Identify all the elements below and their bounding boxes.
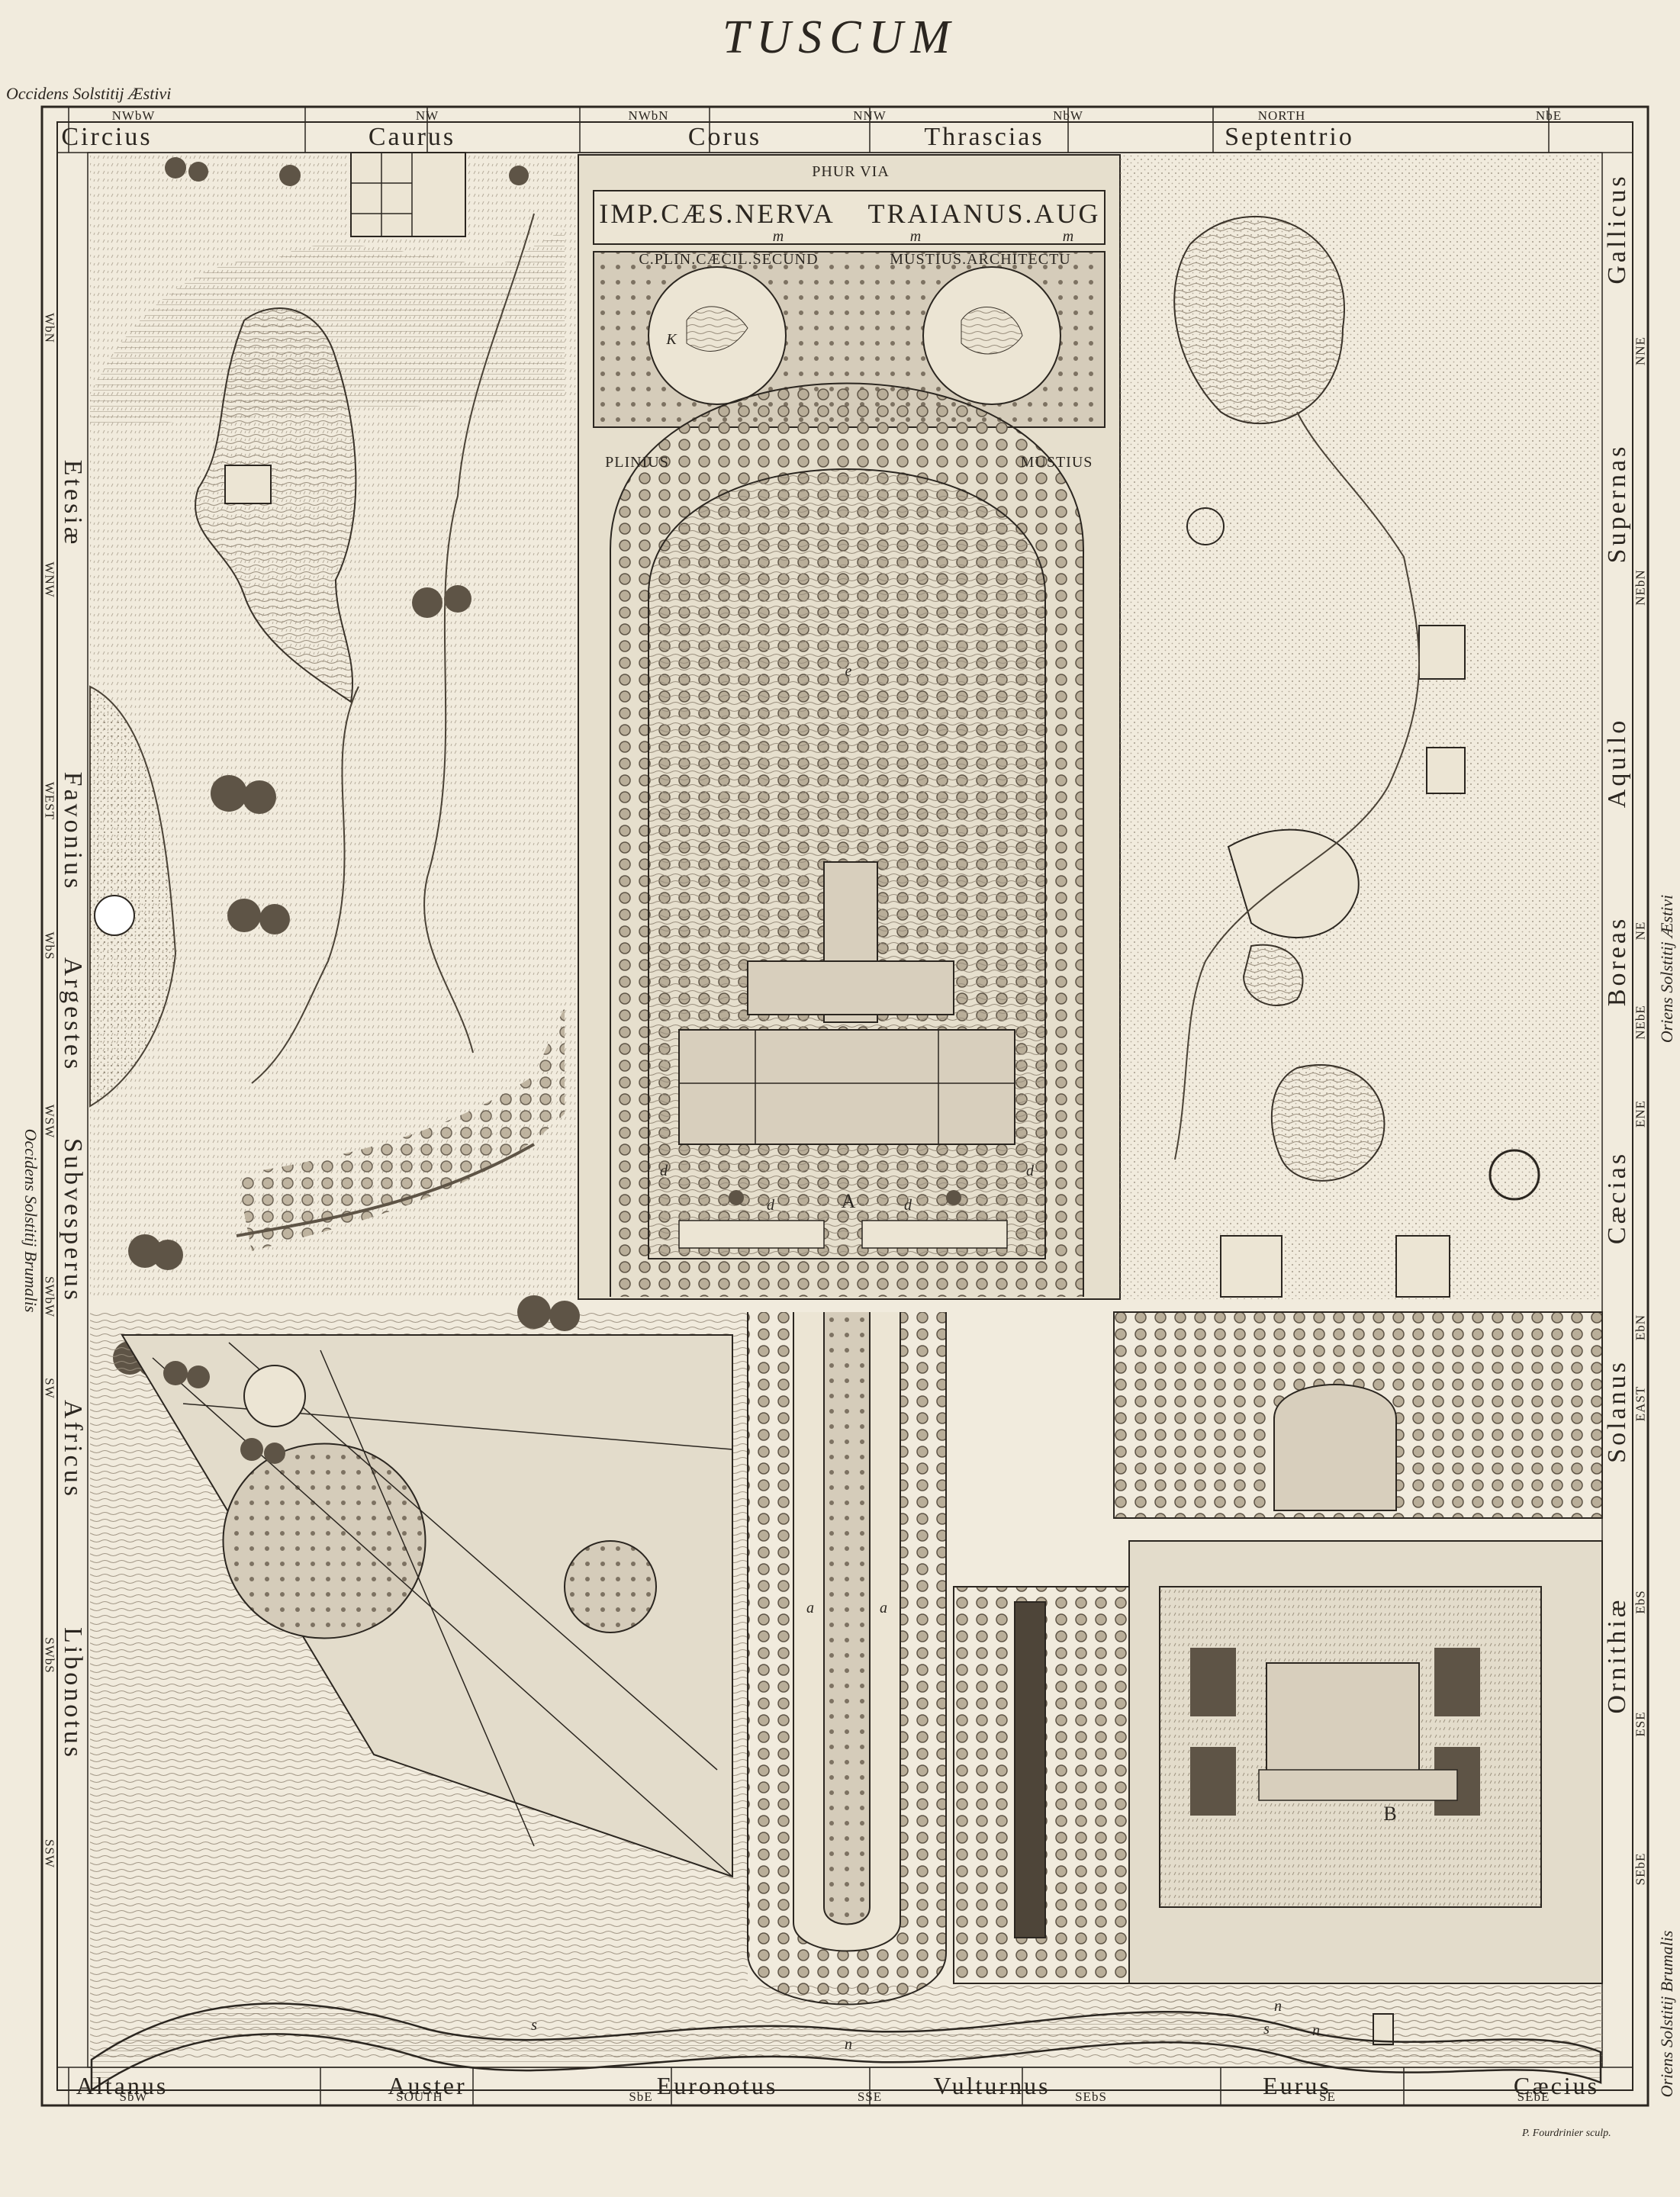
compass-point-left: SWbW xyxy=(42,1275,57,1318)
compass-point-bottom: SEbE xyxy=(1517,2089,1550,2104)
compass-point-top: NbE xyxy=(1535,108,1563,123)
arch-inscription-right: MUSTIUS.ARCHITECTU xyxy=(890,251,1071,268)
wind-name-bottom: Euronotus xyxy=(656,2072,778,2099)
wind-name-bottom: Auster xyxy=(388,2072,467,2099)
pedestal-inscription-left: PLINIUS xyxy=(605,454,669,471)
compass-point-left: WbS xyxy=(42,931,57,960)
compass-point-right: ENE xyxy=(1633,1099,1648,1128)
key-letter: B xyxy=(1383,1803,1397,1825)
key-letter: s xyxy=(531,2017,537,2034)
wind-name-left: Argestes xyxy=(59,957,87,1073)
compass-point-bottom: SEbS xyxy=(1075,2089,1107,2104)
compass-point-bottom: SE xyxy=(1319,2089,1336,2104)
compass-point-right: SEbE xyxy=(1633,1852,1648,1886)
key-letter: d xyxy=(767,1197,774,1214)
wind-name-top: Thrascias xyxy=(924,123,1044,151)
compass-point-right: NE xyxy=(1633,921,1648,941)
compass-point-bottom: SSE xyxy=(857,2089,883,2104)
compass-point-top: NNW xyxy=(853,108,887,123)
wind-name-left: Favonius xyxy=(59,771,87,892)
compass-point-right: EbS xyxy=(1633,1590,1648,1614)
key-letter: e xyxy=(845,663,852,680)
key-letter: n xyxy=(845,2036,852,2053)
key-letter: m xyxy=(772,228,784,245)
note-right-lower: Oriens Solstitij Brumalis xyxy=(1657,1930,1676,2098)
key-letter: A xyxy=(841,1190,856,1212)
arch-inscription-left: C.PLIN.CÆCIL.SECUND xyxy=(639,251,819,268)
key-letter: d xyxy=(1026,1163,1034,1179)
wind-name-bottom: Altanus xyxy=(76,2072,169,2099)
map-title: TUSCUM xyxy=(722,11,958,63)
wind-name-right: Solanus xyxy=(1603,1359,1631,1463)
wind-name-top: Caurus xyxy=(368,123,456,151)
compass-point-left: WNW xyxy=(42,561,57,598)
wind-name-left: Africus xyxy=(59,1400,87,1499)
compass-point-left: WbN xyxy=(42,313,57,343)
compass-point-top: NbW xyxy=(1053,108,1083,123)
compass-point-top: NWbW xyxy=(111,108,156,123)
wind-name-right: Boreas xyxy=(1603,915,1631,1007)
compass-point-left: SW xyxy=(42,1378,57,1399)
key-letter: K xyxy=(666,331,677,348)
wind-name-top: Circius xyxy=(61,123,153,151)
compass-point-top: NWbN xyxy=(628,108,669,123)
compass-point-left: SWbS xyxy=(42,1637,57,1674)
compass-point-left: SSW xyxy=(42,1839,57,1868)
key-letter: d xyxy=(904,1197,912,1214)
compass-point-top: NW xyxy=(415,108,439,123)
key-letter: n xyxy=(1312,2022,1320,2039)
wind-name-left: Etesiæ xyxy=(59,459,87,548)
wind-name-left: Subvesperus xyxy=(59,1138,87,1303)
key-letter: s xyxy=(1263,2021,1270,2038)
wind-name-right: Cæcias xyxy=(1603,1150,1631,1245)
key-letter: n xyxy=(1274,1998,1282,2015)
key-letter: a xyxy=(806,1600,814,1616)
wind-name-right: Supernas xyxy=(1603,443,1631,564)
compass-point-right: NNE xyxy=(1633,336,1648,365)
note-top-left: Occidens Solstitij Æstivi xyxy=(6,84,172,103)
compass-point-right: EbN xyxy=(1633,1314,1648,1341)
key-letter: d xyxy=(660,1163,668,1179)
wind-name-bottom: Vulturnus xyxy=(933,2072,1051,2099)
wind-name-right: Ornithiæ xyxy=(1603,1597,1631,1714)
gate-inscription-center: PHUR VIA xyxy=(812,163,890,180)
key-letter: a xyxy=(880,1600,887,1616)
compass-point-bottom: SOUTH xyxy=(396,2089,443,2104)
compass-point-left: WEST xyxy=(42,781,57,821)
compass-point-top: NORTH xyxy=(1257,108,1306,123)
compass-point-right: NEbE xyxy=(1633,1005,1648,1040)
gate-inscription-right: TRAIANUS.AUG xyxy=(867,198,1101,229)
wind-name-left: Libonotus xyxy=(59,1627,87,1760)
gate-inscription-left: IMP.CÆS.NERVA xyxy=(599,198,835,229)
wind-name-right: Aquilo xyxy=(1603,717,1631,809)
compass-point-left: WSW xyxy=(42,1104,57,1139)
wind-name-bottom: Cæcius xyxy=(1513,2072,1600,2099)
wind-name-right: Gallicus xyxy=(1603,173,1631,285)
key-letter: m xyxy=(909,228,922,245)
compass-point-right: NEbN xyxy=(1633,569,1648,606)
compass-point-right: EAST xyxy=(1633,1385,1648,1422)
note-left-lower: Occidens Solstitij Brumalis xyxy=(21,1128,40,1313)
key-letter: m xyxy=(1062,228,1074,245)
compass-point-bottom: SbW xyxy=(119,2089,148,2104)
note-right-upper: Oriens Solstitij Æstivi xyxy=(1657,894,1676,1044)
wind-name-bottom: Eurus xyxy=(1263,2072,1331,2099)
compass-point-bottom: SbE xyxy=(629,2089,653,2104)
compass-point-right: ESE xyxy=(1633,1711,1648,1737)
wind-name-top: Corus xyxy=(687,123,762,151)
engraver-credit: P. Fourdrinier sculp. xyxy=(1522,2128,1611,2139)
wind-name-top: Septentrio xyxy=(1225,123,1354,151)
pedestal-inscription-right: MUSTIUS xyxy=(1020,454,1093,471)
